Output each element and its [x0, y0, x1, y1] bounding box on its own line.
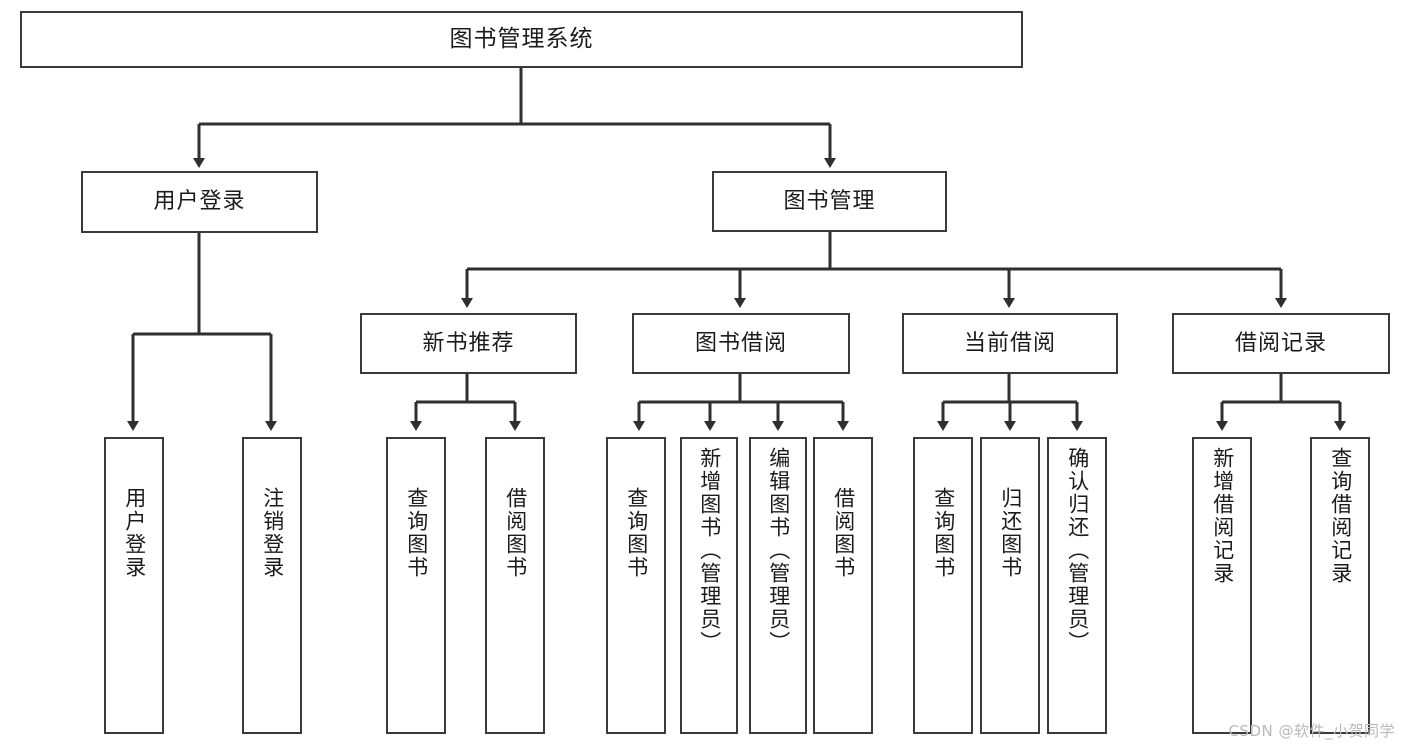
node-label: 当前借阅	[963, 330, 1056, 356]
node-label: 归还图书	[998, 487, 1023, 579]
node-label: 确认归还（管理员）	[1065, 447, 1090, 654]
node-label: 新书推荐	[422, 330, 515, 356]
leaf-query-book-newbook[interactable]: 查询图书	[386, 437, 446, 734]
leaf-add-borrow-record[interactable]: 新增借阅记录	[1192, 437, 1252, 734]
node-user-login[interactable]: 用户登录	[81, 171, 318, 233]
node-label: 新增借阅记录	[1210, 447, 1235, 585]
leaf-borrow-book-newbook[interactable]: 借阅图书	[485, 437, 545, 734]
node-label: 图书管理	[783, 188, 876, 214]
leaf-logout-login[interactable]: 注销登录	[242, 437, 302, 734]
leaf-query-book-current[interactable]: 查询图书	[913, 437, 973, 734]
leaf-confirm-return-admin[interactable]: 确认归还（管理员）	[1047, 437, 1107, 734]
node-book-management-system[interactable]: 图书管理系统	[20, 11, 1023, 68]
node-label: 新增图书（管理员）	[697, 447, 722, 654]
node-label: 编辑图书（管理员）	[766, 447, 791, 654]
node-label: 查询图书	[404, 487, 429, 579]
node-label: 借阅记录	[1234, 330, 1327, 356]
leaf-return-book[interactable]: 归还图书	[980, 437, 1040, 734]
node-label: 借阅图书	[831, 487, 856, 579]
node-current-borrow[interactable]: 当前借阅	[902, 313, 1118, 374]
leaf-query-book-borrow[interactable]: 查询图书	[606, 437, 666, 734]
node-new-book-recommend[interactable]: 新书推荐	[360, 313, 577, 374]
leaf-borrow-book-borrow[interactable]: 借阅图书	[813, 437, 873, 734]
node-label: 用户登录	[122, 487, 147, 579]
leaf-query-borrow-record[interactable]: 查询借阅记录	[1310, 437, 1370, 734]
leaf-edit-book-admin[interactable]: 编辑图书（管理员）	[749, 437, 807, 734]
node-label: 图书借阅	[694, 330, 787, 356]
node-label: 查询图书	[931, 487, 956, 579]
node-label: 注销登录	[260, 487, 285, 579]
node-book-manage[interactable]: 图书管理	[712, 171, 947, 232]
node-label: 用户登录	[153, 189, 246, 215]
node-book-borrow[interactable]: 图书借阅	[632, 313, 850, 374]
node-label: 借阅图书	[503, 487, 528, 579]
node-label: 查询借阅记录	[1328, 447, 1353, 585]
node-label: 图书管理系统	[449, 26, 594, 53]
watermark: CSDN @软件_小贺同学	[1228, 722, 1395, 740]
node-label: 查询图书	[624, 487, 649, 579]
node-borrow-record[interactable]: 借阅记录	[1172, 313, 1390, 374]
leaf-user-login[interactable]: 用户登录	[104, 437, 164, 734]
leaf-add-book-admin[interactable]: 新增图书（管理员）	[680, 437, 738, 734]
